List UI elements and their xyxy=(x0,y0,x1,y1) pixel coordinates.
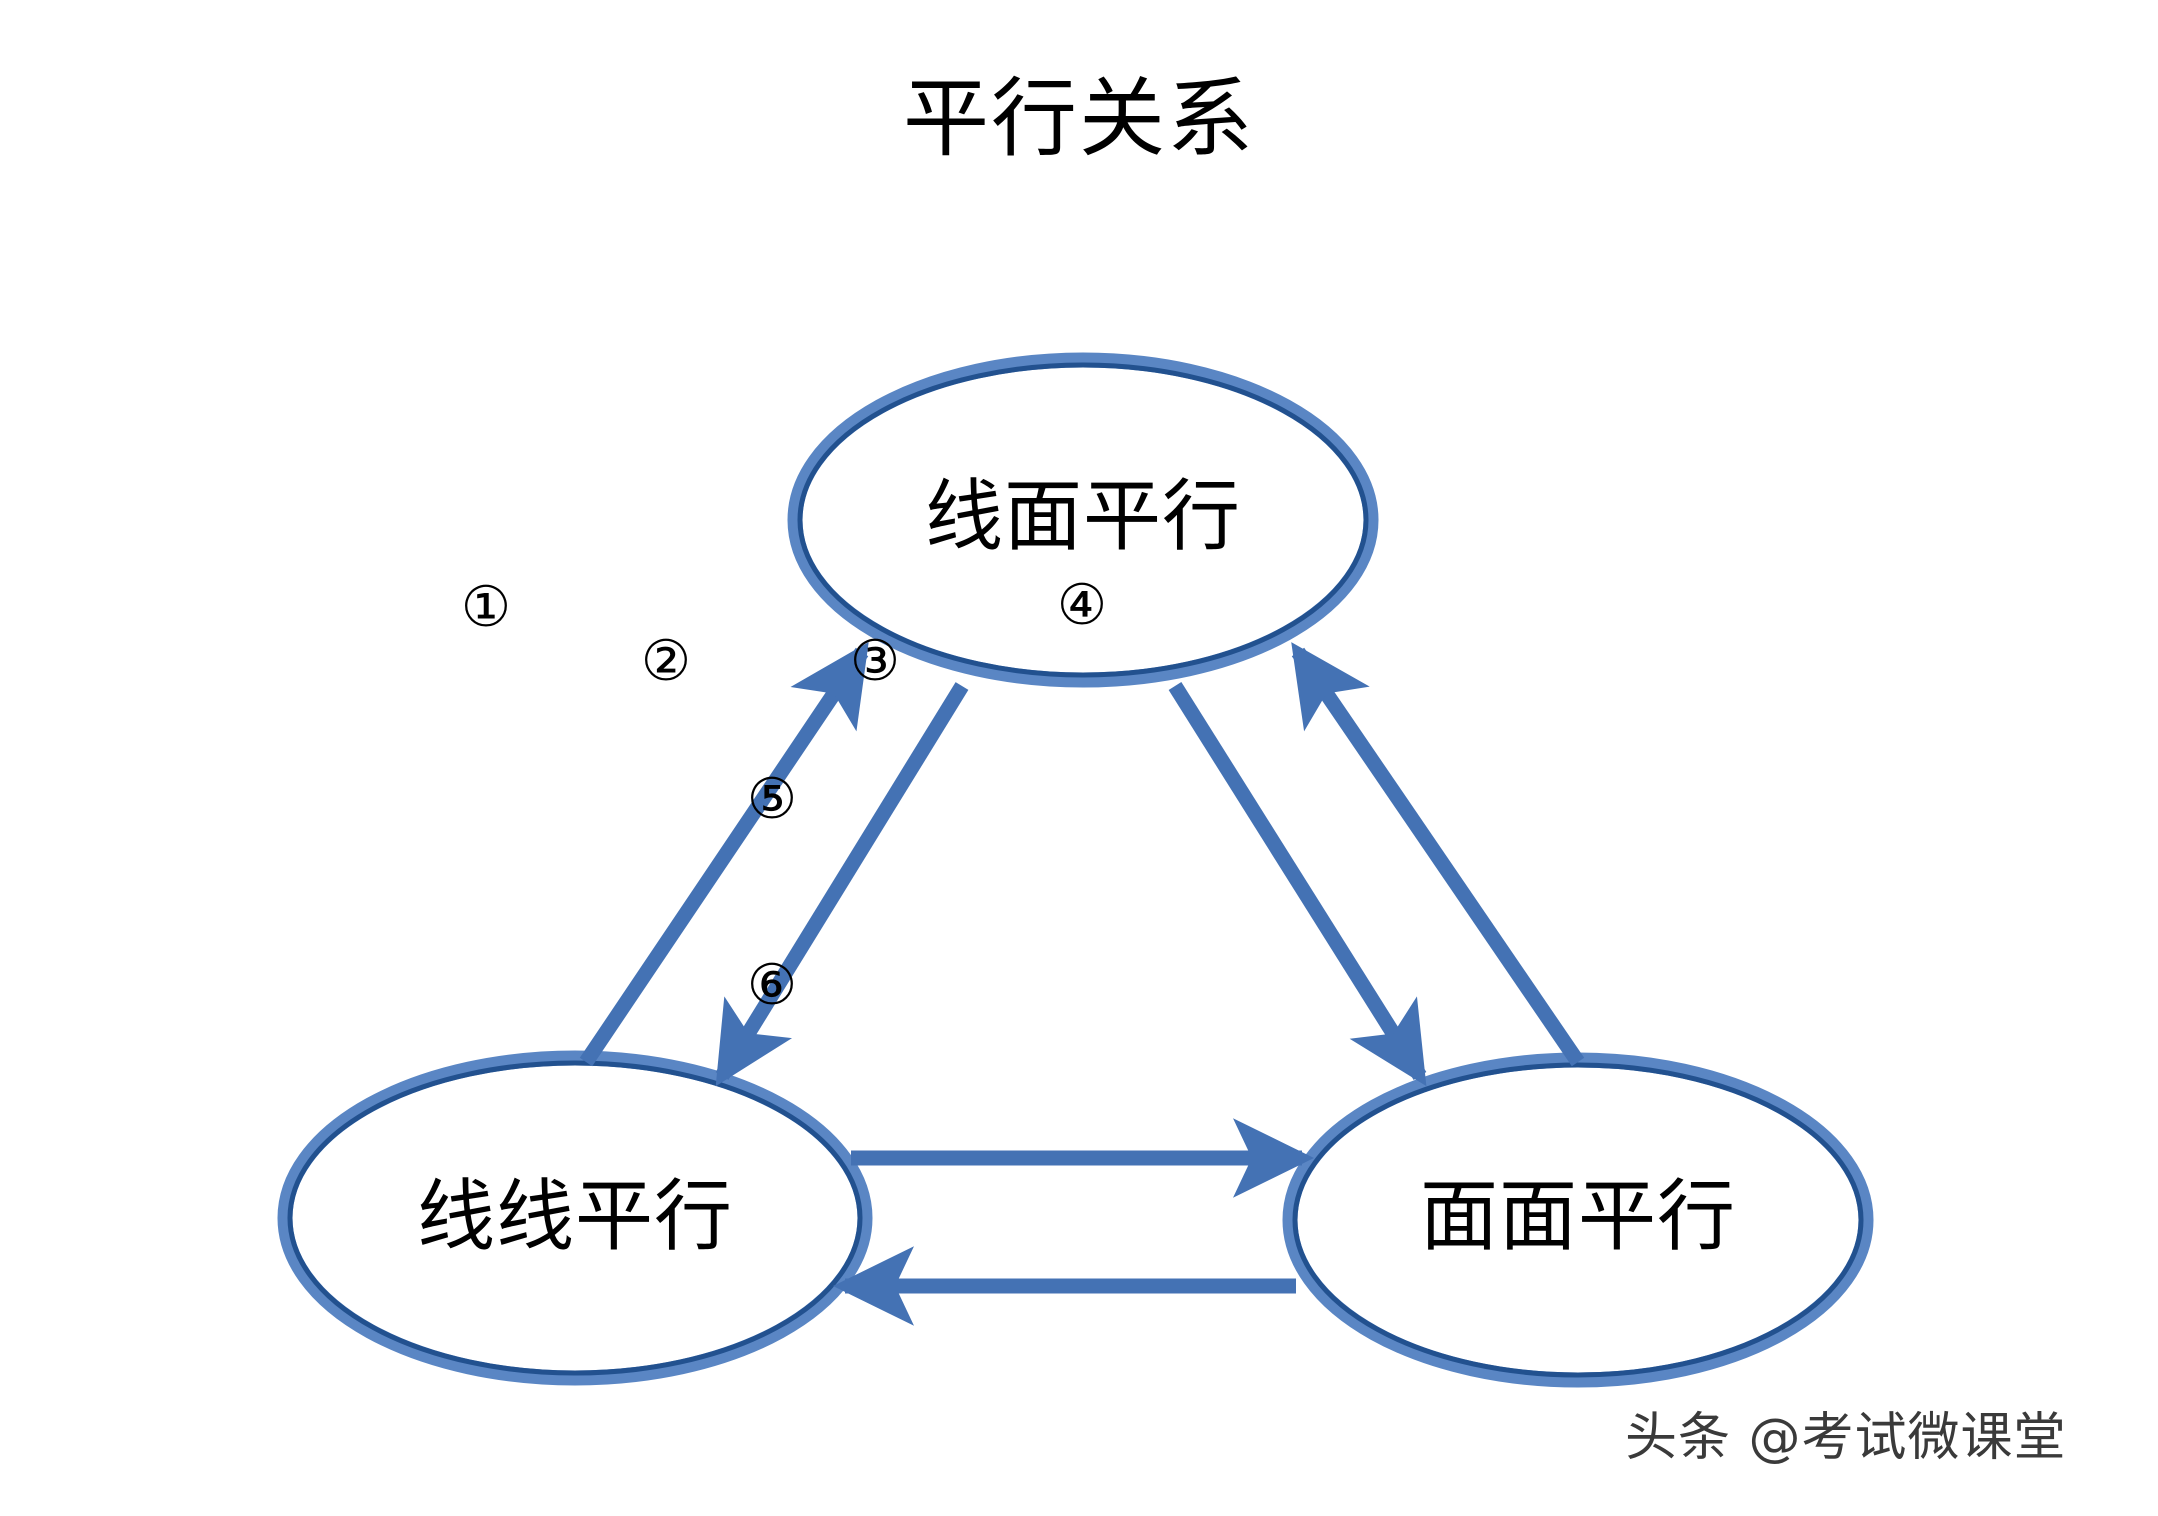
page-title: 平行关系 xyxy=(903,71,1255,167)
edge-label-4: ④ xyxy=(1056,573,1108,638)
edge-4-arrow[interactable] xyxy=(1291,642,1585,1067)
node-line-line-shape[interactable] xyxy=(277,1050,873,1386)
edge-label-2: ② xyxy=(640,629,692,694)
edge-2-arrow[interactable] xyxy=(715,682,969,1087)
edge-label-3: ③ xyxy=(849,629,901,694)
node-plane-plane-shape[interactable] xyxy=(1282,1052,1874,1388)
node-label-line-line: 线线平行 xyxy=(416,1173,733,1260)
edge-1-arrow[interactable] xyxy=(579,642,869,1067)
edge-label-5: ⑤ xyxy=(746,767,798,832)
edge-label-6: ⑥ xyxy=(746,953,798,1018)
node-label-plane-plane: 面面平行 xyxy=(1419,1173,1736,1260)
node-line-plane-shape[interactable] xyxy=(787,352,1379,688)
edge-label-1: ① xyxy=(460,575,512,640)
node-label-line-plane: 线面平行 xyxy=(924,473,1241,560)
watermark-text: 头条 @考试微课堂 xyxy=(1625,1408,2067,1468)
edge-3-arrow[interactable] xyxy=(1168,682,1427,1087)
